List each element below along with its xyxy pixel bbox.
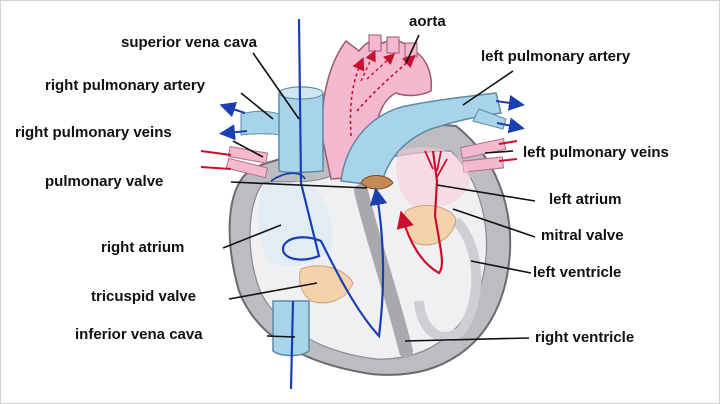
right-pulmonary-vein-lower bbox=[225, 157, 269, 179]
label-left-ventricle: left ventricle bbox=[533, 264, 622, 281]
deoxygenated-flow-ivc bbox=[289, 300, 295, 390]
label-right-pulmonary-artery: right pulmonary artery bbox=[45, 77, 206, 94]
aorta-branch-2 bbox=[386, 36, 400, 54]
label-pulmonary-valve: pulmonary valve bbox=[45, 173, 164, 190]
label-superior-vena-cava: superior vena cava bbox=[121, 34, 257, 51]
aorta-branch-3 bbox=[404, 42, 418, 58]
label-right-pulmonary-veins: right pulmonary veins bbox=[15, 124, 172, 141]
oxygenated-flow-path bbox=[396, 150, 444, 275]
inferior-vena-cava-vessel bbox=[272, 300, 310, 357]
label-tricuspid-valve: tricuspid valve bbox=[91, 288, 197, 305]
label-left-pulmonary-artery: left pulmonary artery bbox=[481, 48, 631, 65]
label-mitral-valve: mitral valve bbox=[541, 227, 624, 244]
label-left-atrium: left atrium bbox=[549, 191, 622, 208]
deoxygenated-flow-path bbox=[281, 182, 388, 339]
label-inferior-vena-cava: inferior vena cava bbox=[75, 326, 203, 343]
aorta-branch-1 bbox=[368, 34, 382, 52]
left-atrium-chamber bbox=[396, 147, 471, 208]
right-atrium-chamber bbox=[258, 181, 333, 267]
pointer-lines bbox=[222, 34, 536, 342]
label-left-pulmonary-veins: left pulmonary veins bbox=[523, 144, 669, 161]
left-ventricle-wall bbox=[414, 217, 482, 342]
pulmonary-valve-tissue bbox=[360, 175, 394, 190]
pulmonary-trunk bbox=[340, 92, 502, 187]
label-right-ventricle: right ventricle bbox=[535, 329, 635, 346]
label-aorta: aorta bbox=[409, 13, 446, 30]
deoxygenated-flow-svc bbox=[297, 18, 303, 184]
label-right-atrium: right atrium bbox=[101, 239, 185, 256]
